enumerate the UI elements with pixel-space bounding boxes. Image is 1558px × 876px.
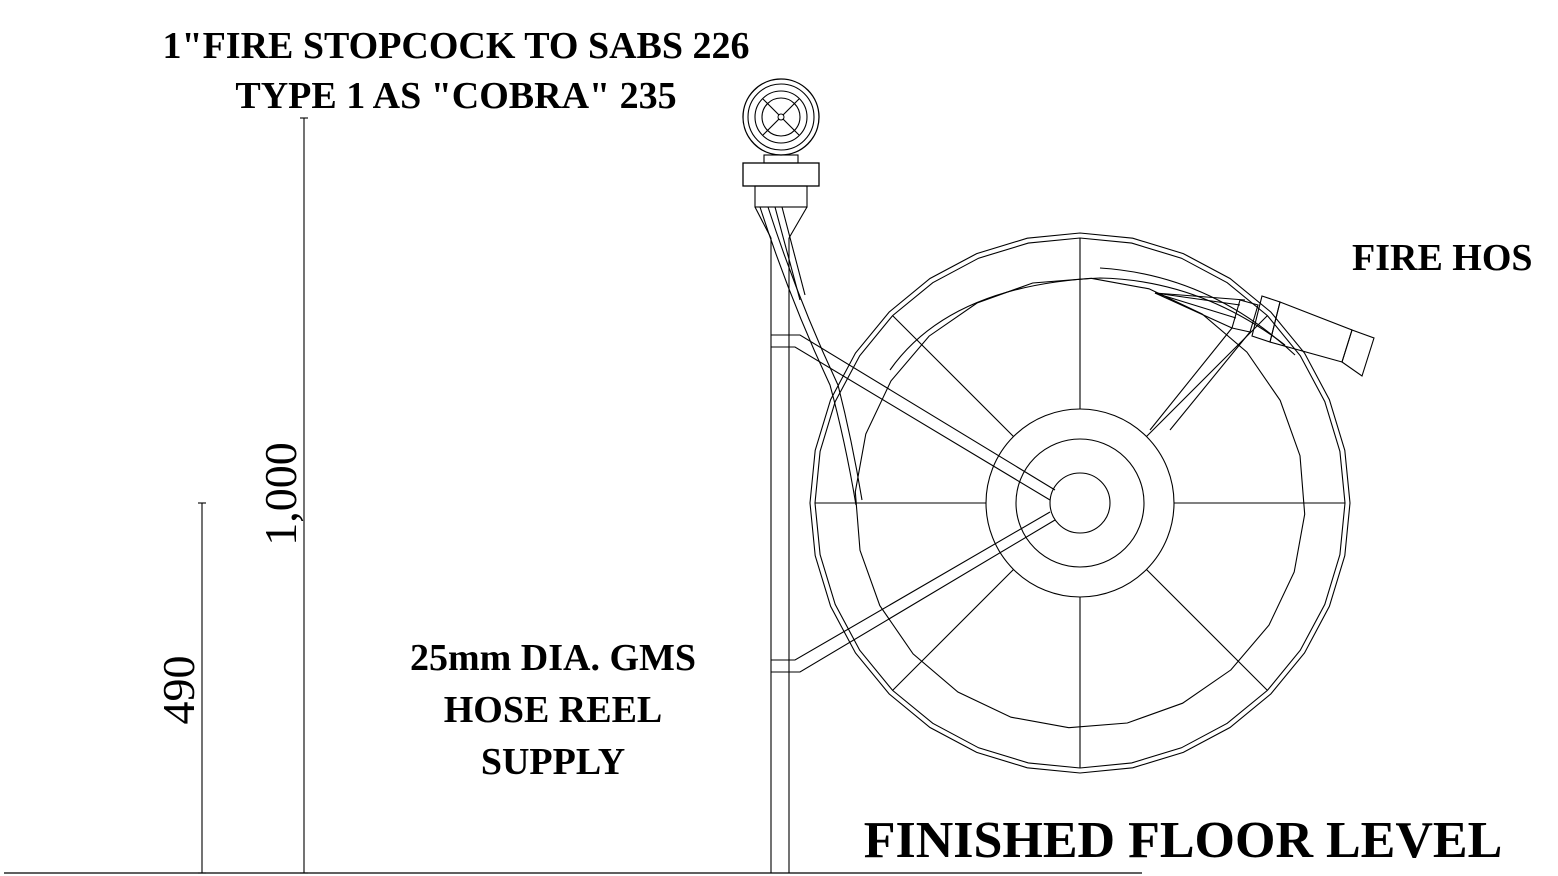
fire-hose-nozzle bbox=[1149, 292, 1375, 431]
dimension-1000-text: 1,000 bbox=[255, 442, 306, 546]
reel-support-arms bbox=[771, 334, 1056, 673]
finished-floor-level-label: FINISHED FLOOR LEVEL bbox=[864, 812, 1503, 869]
dimension-490-text: 490 bbox=[153, 656, 204, 725]
supply-pipe bbox=[770, 238, 790, 873]
reel-spoke bbox=[1146, 569, 1268, 691]
reel-spoke bbox=[892, 569, 1014, 691]
stopcock-valve bbox=[742, 78, 820, 239]
stopcock-label-line1: 1"FIRE STOPCOCK TO SABS 226 bbox=[162, 25, 749, 67]
supply-label-line3: SUPPLY bbox=[481, 741, 625, 783]
hose-feed bbox=[759, 206, 863, 506]
hose-reel-drum bbox=[809, 232, 1351, 774]
hose-on-reel bbox=[889, 267, 1296, 371]
fire-hose-label: FIRE HOS bbox=[1352, 237, 1533, 279]
stopcock-label-line2: TYPE 1 AS "COBRA" 235 bbox=[235, 75, 676, 117]
dimension-1000 bbox=[300, 117, 308, 874]
supply-label-line1: 25mm DIA. GMS bbox=[410, 637, 696, 679]
reel-rim bbox=[854, 277, 1306, 729]
supply-label-line2: HOSE REEL bbox=[444, 689, 663, 731]
reel-rim bbox=[809, 232, 1351, 774]
reel-spoke bbox=[892, 315, 1014, 437]
dimension-490 bbox=[198, 502, 206, 874]
